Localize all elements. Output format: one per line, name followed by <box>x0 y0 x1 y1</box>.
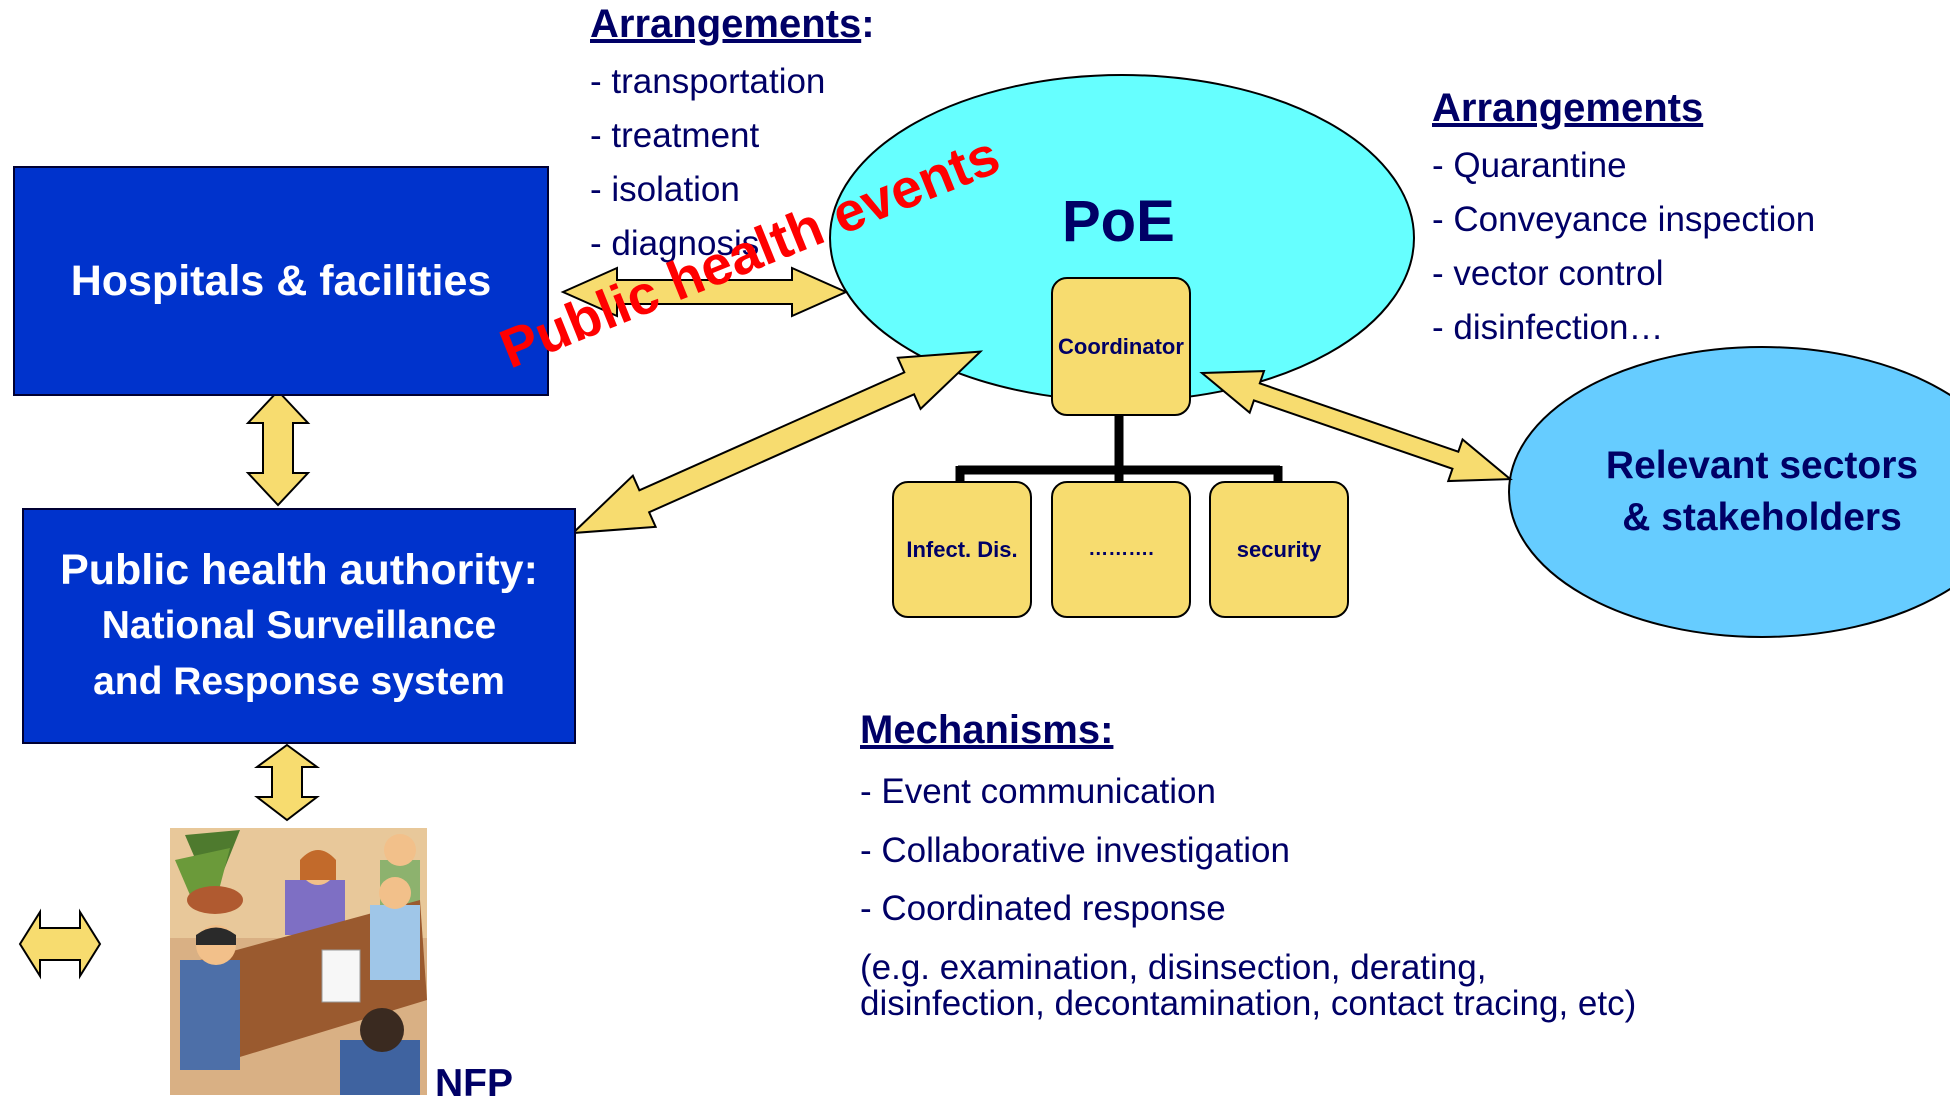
mechanisms-item: - Coordinated response <box>860 889 1226 928</box>
nfp-label: NFP <box>435 1062 513 1105</box>
org-node-label: ………. <box>1088 538 1154 560</box>
pha-coordinator-arrow <box>570 350 984 535</box>
nfp-side-arrow <box>18 908 102 980</box>
pha-nfp-arrow <box>253 743 321 822</box>
mechanisms-note-line2: disinfection, decontamination, contact t… <box>860 984 1637 1023</box>
pha-line1: National Surveillance <box>101 604 497 647</box>
org-chart-connectors <box>955 412 1283 483</box>
poe-label: PoE <box>1062 189 1175 254</box>
org-node-ellipsis: ………. <box>1051 481 1191 618</box>
arrangements-left-item: - transportation <box>590 62 826 101</box>
pha-line2: and Response system <box>93 660 505 703</box>
mechanisms-item: - Event communication <box>860 772 1216 811</box>
coordinator-label: Coordinator <box>1058 333 1184 359</box>
arrangements-right-item: - vector control <box>1432 254 1664 293</box>
arrangements-right-heading: Arrangements <box>1432 86 1704 130</box>
arrangements-right-item: - Quarantine <box>1432 146 1627 185</box>
relevant-sectors-ellipse <box>1508 346 1950 638</box>
arrangements-right-item: - disinfection… <box>1432 308 1664 347</box>
public-health-authority-box: Public health authority: National Survei… <box>22 508 576 744</box>
pha-title: Public health authority: <box>60 546 538 594</box>
org-node-label: security <box>1236 536 1322 562</box>
arrangements-left-item: - isolation <box>590 170 740 209</box>
mechanisms-item: - Collaborative investigation <box>860 831 1290 870</box>
mechanisms-heading: Mechanisms: <box>860 708 1114 752</box>
arrangements-left-heading: Arrangements: <box>590 2 875 46</box>
hospitals-facilities-label: Hospitals & facilities <box>70 256 492 305</box>
coordinator-relevant-arrow <box>1199 370 1513 483</box>
hospitals-poe-arrow <box>560 266 849 318</box>
org-node-infect-dis: Infect. Dis. <box>892 481 1032 618</box>
coordinator-node: Coordinator <box>1051 277 1191 416</box>
nfp-meeting-illustration <box>170 828 427 1095</box>
mechanisms-note-line1: (e.g. examination, disinsection, deratin… <box>860 948 1487 987</box>
org-node-security: security <box>1209 481 1349 618</box>
arrangements-left-item: - diagnosis <box>590 224 760 263</box>
org-node-label: Infect. Dis. <box>906 536 1018 562</box>
arrangements-left-item: - treatment <box>590 116 760 155</box>
arrangements-right-item: - Conveyance inspection <box>1432 200 1816 239</box>
relevant-sectors-label: Relevant sectors & stakeholders <box>1605 444 1919 539</box>
hospitals-facilities-box: Hospitals & facilities <box>13 166 549 396</box>
hospitals-pha-arrow <box>245 389 311 507</box>
